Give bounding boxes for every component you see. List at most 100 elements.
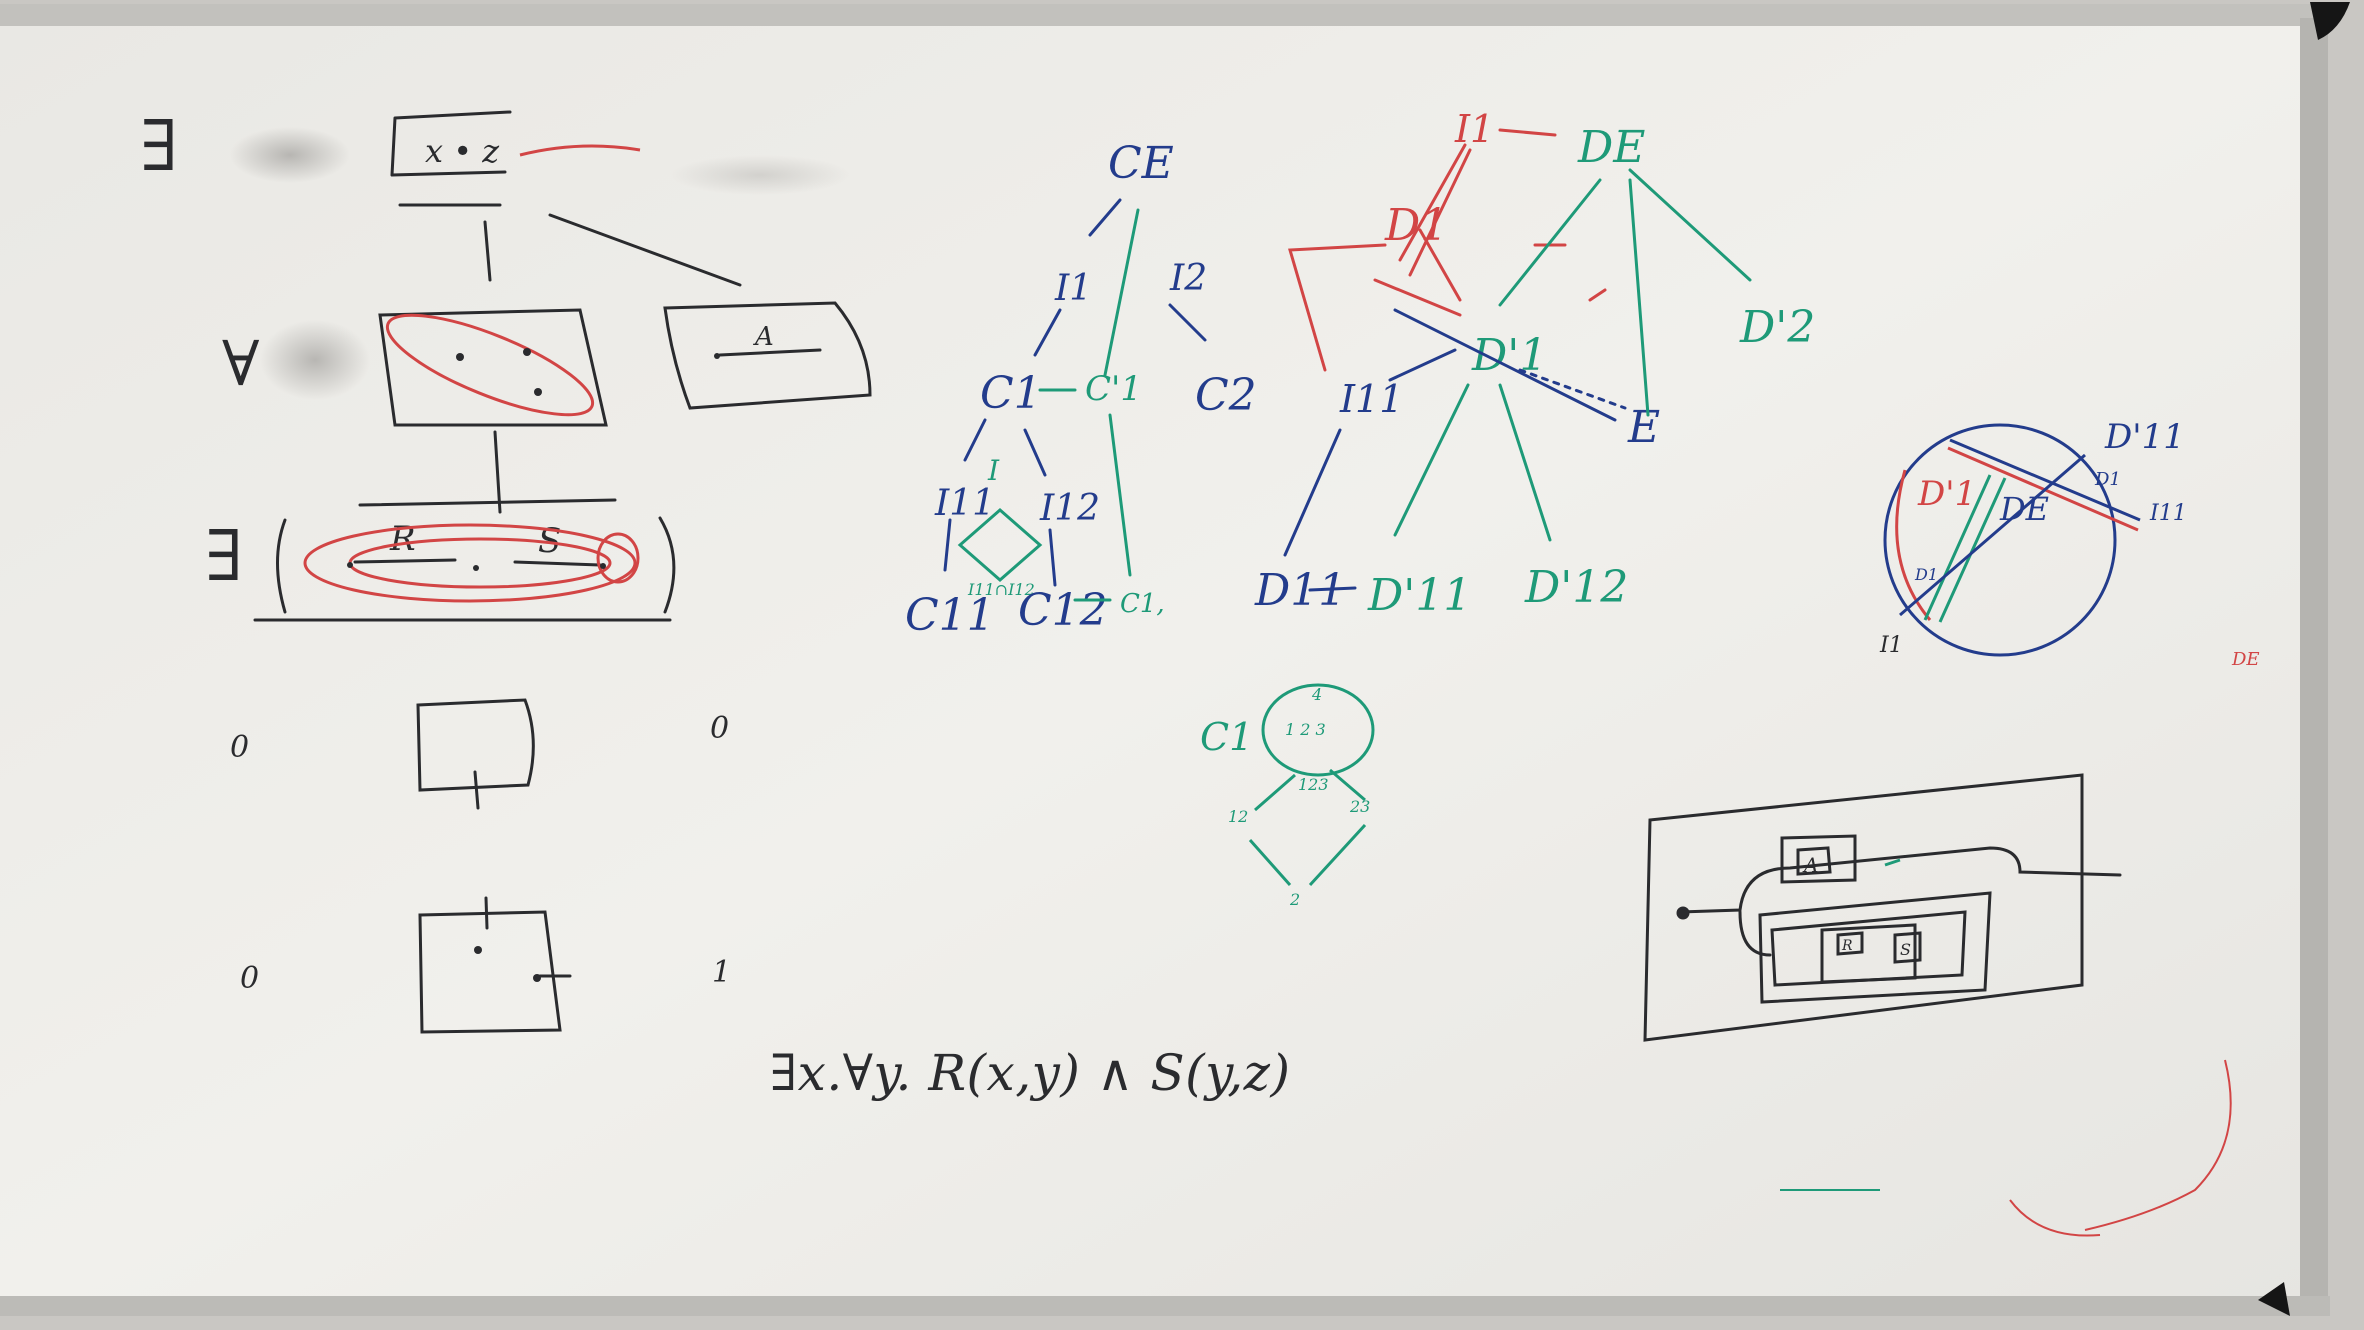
outer-circle (1883, 423, 2117, 657)
lower-inner (1770, 910, 1967, 987)
nested-box-labels: A R S (1802, 853, 1911, 959)
lattice: C1 4 1 2 3 123 12 23 2 (1200, 683, 1375, 909)
rs-box (1820, 923, 1917, 984)
s-box (1893, 931, 1922, 964)
tree-c-green-edges (957, 208, 1140, 602)
tree-line (483, 220, 492, 282)
tree-d-top: I1 (1454, 107, 1494, 151)
top-box-text: x • z (425, 132, 500, 170)
red-scribble (2009, 1199, 2101, 1237)
tree-c-node: I (987, 454, 1000, 487)
tree-c: CE I1 I2 C1 C'1 C2 I11 I I12 I11∩I12 C11… (905, 138, 1257, 641)
board-surface (0, 18, 2320, 1308)
circle-label: DE (1999, 490, 2049, 528)
tree-c-root: CE (1108, 138, 1174, 189)
board-frame-right (2300, 18, 2328, 1308)
a-box-arrow (718, 348, 822, 357)
s-arrow (513, 560, 602, 567)
side-number: 0 (230, 730, 249, 765)
circle-label: I11 (2149, 501, 2187, 526)
tree-d-top: DE (1577, 122, 1645, 173)
lattice-oval (1261, 683, 1375, 777)
side-number: 0 (710, 711, 729, 746)
smudge (670, 155, 850, 195)
lattice-node: 1 2 3 (1285, 720, 1326, 739)
top-box (390, 110, 512, 177)
outer-loop-lower (1738, 910, 1772, 957)
tree-c-node: C1, (1120, 589, 1165, 619)
square-shape-1 (416, 698, 535, 792)
r-arrow (353, 558, 457, 564)
a-box (663, 301, 872, 410)
red-arrow-top (519, 144, 641, 157)
tree-d-node: D1 (1384, 200, 1448, 251)
tree-d-node: D'12 (1524, 562, 1628, 613)
nested-box-diagram (1643, 773, 2122, 1042)
r-box (1836, 931, 1864, 956)
square-tick-1 (473, 770, 480, 810)
tree-d-node: I11 (1339, 377, 1403, 421)
lattice-node: 123 (1298, 775, 1329, 794)
bottom-bracket (253, 516, 676, 622)
a-box-inner (1796, 846, 1832, 876)
tree-d-red-edges (1288, 128, 1607, 372)
middle-box (378, 308, 608, 427)
tree-c-mid-label: I11∩I12 (967, 580, 1035, 599)
circuit-a-label: A (1802, 853, 1818, 877)
board-frame-bottom (0, 1296, 2330, 1316)
circle-labels: D'11 D'1 D1 DE I11 D1 I1 (1879, 417, 2187, 658)
tree-d-node: E (1627, 402, 1660, 453)
red-oval-bottom-outer (303, 523, 637, 603)
outer-loop (1678, 846, 2122, 914)
tree-c-edges (943, 198, 1207, 587)
lattice-node: 12 (1228, 807, 1248, 826)
circle-label: D'11 (2104, 417, 2185, 457)
square-shape-2 (418, 910, 562, 1034)
lattice-node: 4 (1311, 685, 1322, 704)
circuit-r-label: R (1841, 938, 1853, 954)
tree-line (548, 213, 742, 287)
lower-frame (1758, 891, 1992, 1004)
de-band (1923, 474, 2007, 623)
circle-label: I1 (1879, 633, 1903, 658)
red-oval-middle (385, 313, 595, 417)
red-scribble (2084, 1059, 2232, 1231)
outer-frame (1643, 773, 2084, 1042)
tree-d-node: D'1 (1471, 330, 1547, 381)
lattice-label: C1 (1200, 715, 1253, 759)
corner-cap-bottom-right (2258, 1282, 2290, 1316)
smudge (230, 127, 350, 183)
circle-label: D'1 (1917, 474, 1976, 514)
tree-c-node: I12 (1039, 488, 1100, 529)
tree-d-node: D'11 (1367, 570, 1471, 621)
tree-d-green-edges (1393, 168, 1752, 542)
circle-diagram (1883, 423, 2141, 657)
lattice-edges (1248, 768, 1367, 887)
quantifier-exists-2: ∃ (205, 515, 243, 597)
green-arrow-tip (1884, 858, 1901, 867)
side-number: 0 (240, 961, 259, 996)
tree-c-node: C1 (980, 368, 1042, 419)
board-frame-top (0, 4, 2330, 26)
chord-1 (1949, 438, 2141, 522)
circuit-s-label: S (1900, 940, 1911, 959)
a-box-label: A (753, 322, 774, 352)
smudge (260, 320, 370, 400)
left-dots (347, 348, 720, 982)
circle-label: D1 (1914, 565, 1938, 584)
tree-c-node: C2 (1195, 370, 1257, 421)
tree-c-node: C12 (1018, 585, 1108, 636)
chord-2 (1947, 446, 2139, 532)
quantifier-forall: ∀ (222, 327, 260, 400)
corner-cap-top-right (2310, 2, 2350, 40)
red-oval-z (596, 532, 640, 584)
tree-line (493, 430, 502, 514)
lattice-node: 23 (1349, 797, 1370, 816)
formula-text: ∃x.∀y. R(x,y) ∧ S(y,z) (770, 1044, 1290, 1102)
chord-3 (1899, 453, 2086, 617)
a-box-frame (1780, 834, 1857, 884)
left-diagram: ∃ ∀ ∃ x • z A R S 0 0 0 1 (140, 105, 872, 1034)
quantifier-exists-1: ∃ (140, 105, 178, 187)
side-number: 1 (712, 955, 731, 990)
